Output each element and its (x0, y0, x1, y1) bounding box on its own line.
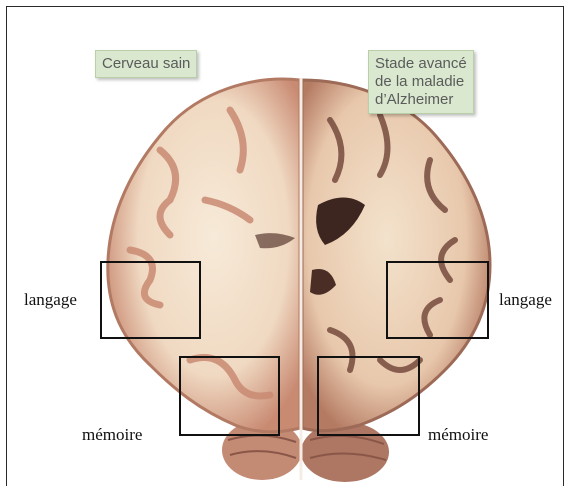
left-language-label: langage (24, 290, 77, 310)
left-language-box (100, 261, 201, 339)
alzheimer-stage-caption: Stade avancé de la maladie d’Alzheimer (368, 50, 474, 114)
healthy-brain-caption: Cerveau sain (95, 50, 197, 78)
right-memory-label: mémoire (428, 425, 488, 445)
left-memory-box (179, 356, 280, 436)
right-memory-box (317, 356, 420, 436)
right-language-box (386, 261, 489, 339)
left-memory-label: mémoire (82, 425, 142, 445)
right-language-label: langage (499, 290, 552, 310)
